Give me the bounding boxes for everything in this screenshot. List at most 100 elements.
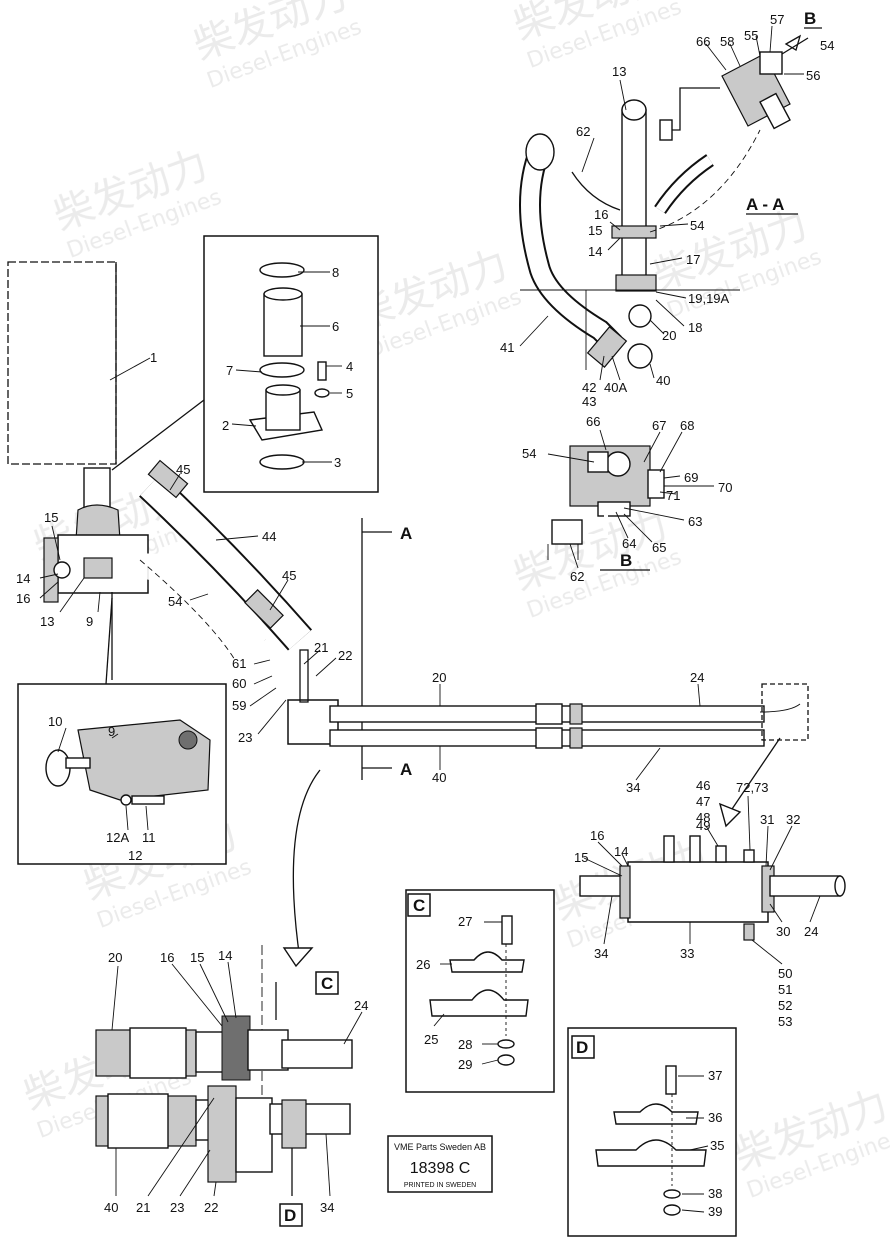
callout-label: 42 bbox=[582, 380, 596, 395]
flange-14 bbox=[619, 865, 631, 919]
clamp-45-top bbox=[147, 459, 189, 499]
callout-label: 14 bbox=[588, 244, 602, 259]
callout-label: 6 bbox=[332, 319, 339, 334]
callout-label: 66 bbox=[586, 414, 600, 429]
clamp-22 bbox=[207, 1085, 237, 1183]
clamp-35 bbox=[595, 1139, 707, 1167]
callout-label: 59 bbox=[232, 698, 246, 713]
callout-label: 65 bbox=[652, 540, 666, 555]
arrow-to-valve bbox=[718, 802, 742, 828]
inset-d-frame bbox=[567, 1027, 737, 1237]
callout-label: 30 bbox=[776, 924, 790, 939]
suction-pipe bbox=[83, 467, 111, 509]
section-c-inset: C bbox=[413, 896, 425, 915]
callout-label: 54 bbox=[690, 218, 704, 233]
stamp-company: VME Parts Sweden AB bbox=[394, 1142, 486, 1152]
pipe-24-end bbox=[769, 875, 841, 897]
callout-label: 24 bbox=[804, 924, 818, 939]
pipe-24-detail bbox=[281, 1039, 353, 1069]
stamp-frame bbox=[387, 1135, 493, 1193]
callout-label: 18 bbox=[688, 320, 702, 335]
callout-label: 53 bbox=[778, 1014, 792, 1029]
callout-label: 20 bbox=[662, 328, 676, 343]
arrow-to-detail bbox=[282, 947, 314, 968]
callout-label: 71 bbox=[666, 488, 680, 503]
callout-label: 62 bbox=[576, 124, 590, 139]
section-b-marker: B bbox=[804, 9, 816, 28]
stamp-printed: PRINTED IN SWEDEN bbox=[404, 1182, 476, 1189]
callout-label: 62 bbox=[570, 569, 584, 584]
callout-label: 16 bbox=[590, 828, 604, 843]
section-d-box bbox=[279, 1203, 303, 1227]
leader-lines bbox=[39, 25, 821, 1213]
callout-label: 24 bbox=[690, 670, 704, 685]
section-d-inset: D bbox=[576, 1038, 588, 1057]
callout-label: 35 bbox=[710, 1138, 724, 1153]
callout-label: 12A bbox=[106, 830, 129, 845]
callout-label: 34 bbox=[594, 946, 608, 961]
callout-label: 5 bbox=[346, 386, 353, 401]
callout-label: 48 bbox=[696, 810, 710, 825]
callout-label: 68 bbox=[680, 418, 694, 433]
callout-label: 29 bbox=[458, 1057, 472, 1072]
callout-label: 40 bbox=[104, 1200, 118, 1215]
pipe-13-vertical bbox=[621, 109, 647, 281]
callout-label: 34 bbox=[320, 1200, 334, 1215]
callout-label: 50 bbox=[778, 966, 792, 981]
callout-label: 55 bbox=[744, 28, 758, 43]
callout-label: 40A bbox=[604, 380, 627, 395]
callout-label: 28 bbox=[458, 1037, 472, 1052]
callout-label: 20 bbox=[432, 670, 446, 685]
tank-outline bbox=[7, 261, 117, 465]
callout-label: 15 bbox=[44, 510, 58, 525]
callout-label: 7 bbox=[226, 363, 233, 378]
section-c-box bbox=[315, 971, 339, 995]
nut-39 bbox=[663, 1204, 681, 1216]
inset-pump bbox=[17, 597, 227, 865]
callout-label: 20 bbox=[108, 950, 122, 965]
callout-label: 51 bbox=[778, 982, 792, 997]
callout-label: 17 bbox=[686, 252, 700, 267]
washer-12a bbox=[120, 794, 132, 806]
clamp-26 bbox=[449, 951, 525, 973]
callout-label: 23 bbox=[170, 1200, 184, 1215]
valve-33-body bbox=[627, 861, 769, 923]
callout-label: 60 bbox=[232, 676, 246, 691]
callout-label: 43 bbox=[582, 394, 596, 409]
nut-29 bbox=[497, 1054, 515, 1066]
fitting-20 bbox=[628, 304, 652, 328]
callout-label: 21 bbox=[136, 1200, 150, 1215]
callout-label: 14 bbox=[16, 571, 30, 586]
callout-label: 26 bbox=[416, 957, 430, 972]
callout-label: 3 bbox=[334, 455, 341, 470]
callout-label: 15 bbox=[574, 850, 588, 865]
callout-label: 41 bbox=[500, 340, 514, 355]
inset-c bbox=[405, 889, 555, 1093]
callout-label: 22 bbox=[204, 1200, 218, 1215]
callout-label: 57 bbox=[770, 12, 784, 27]
callout-label: 19,19A bbox=[688, 291, 730, 306]
o-ring-3 bbox=[259, 454, 305, 470]
inset-c-frame bbox=[405, 889, 555, 1093]
valve-33-assembly bbox=[579, 835, 846, 941]
washer-38 bbox=[663, 1189, 681, 1199]
section-aa bbox=[519, 34, 809, 370]
callout-label: 25 bbox=[424, 1032, 438, 1047]
washer-5 bbox=[314, 388, 330, 398]
clamp-14-16 bbox=[611, 225, 657, 239]
section-a-top: A bbox=[400, 524, 412, 543]
callout-label: 38 bbox=[708, 1186, 722, 1201]
callout-label: 67 bbox=[652, 418, 666, 433]
callout-label: 23 bbox=[238, 730, 252, 745]
clamp-15 bbox=[221, 1015, 251, 1081]
callout-label: 24 bbox=[354, 998, 368, 1013]
callout-label: 70 bbox=[718, 480, 732, 495]
callout-label: 72,73 bbox=[736, 780, 769, 795]
inset-fitting bbox=[111, 235, 379, 493]
callout-labels: 1 8 6 7 4 5 2 3 15 14 16 13 9 45 44 45 5… bbox=[16, 12, 834, 1219]
callout-label: 36 bbox=[708, 1110, 722, 1125]
bolt-27 bbox=[501, 915, 513, 945]
callout-label: 47 bbox=[696, 794, 710, 809]
callout-label: 15 bbox=[588, 223, 602, 238]
